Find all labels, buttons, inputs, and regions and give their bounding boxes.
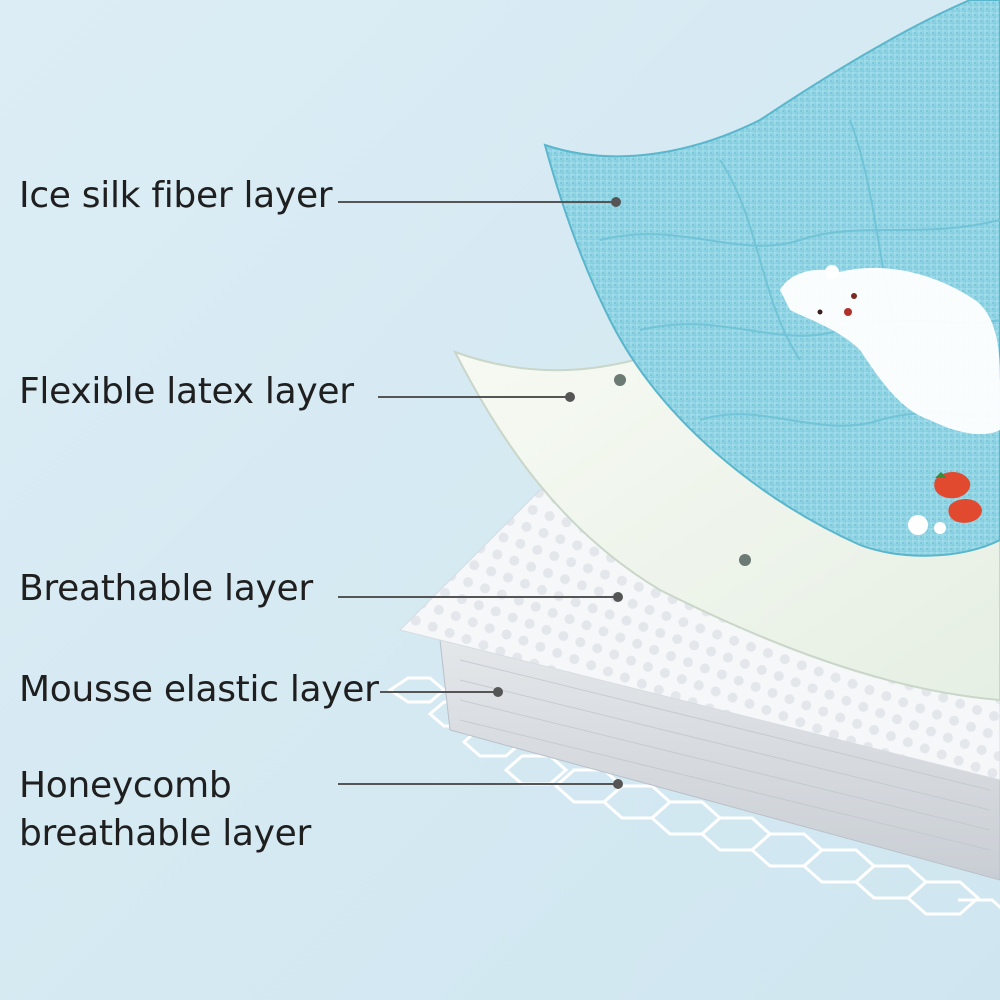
label-flexible-latex-layer: Flexible latex layer	[19, 371, 354, 412]
label-honeycomb-breathable-layer: Honeycomb breathable layer	[19, 762, 311, 858]
latex-hole	[614, 374, 626, 386]
label-mousse-elastic-layer: Mousse elastic layer	[19, 669, 379, 710]
strawberry-motif	[908, 471, 982, 535]
polar-bear-motif	[780, 265, 1000, 435]
label-honeycomb-line1: Honeycomb	[19, 765, 232, 806]
label-honeycomb-line2: breathable layer	[19, 813, 312, 854]
leader-lines	[338, 201, 614, 785]
ice-silk-layer	[543, 0, 1000, 557]
latex-hole	[739, 554, 751, 566]
leader-dots	[493, 197, 623, 789]
label-breathable-layer: Breathable layer	[19, 568, 313, 609]
label-ice-silk-fiber-layer: Ice silk fiber layer	[19, 175, 333, 216]
foam-texture	[459, 659, 991, 851]
